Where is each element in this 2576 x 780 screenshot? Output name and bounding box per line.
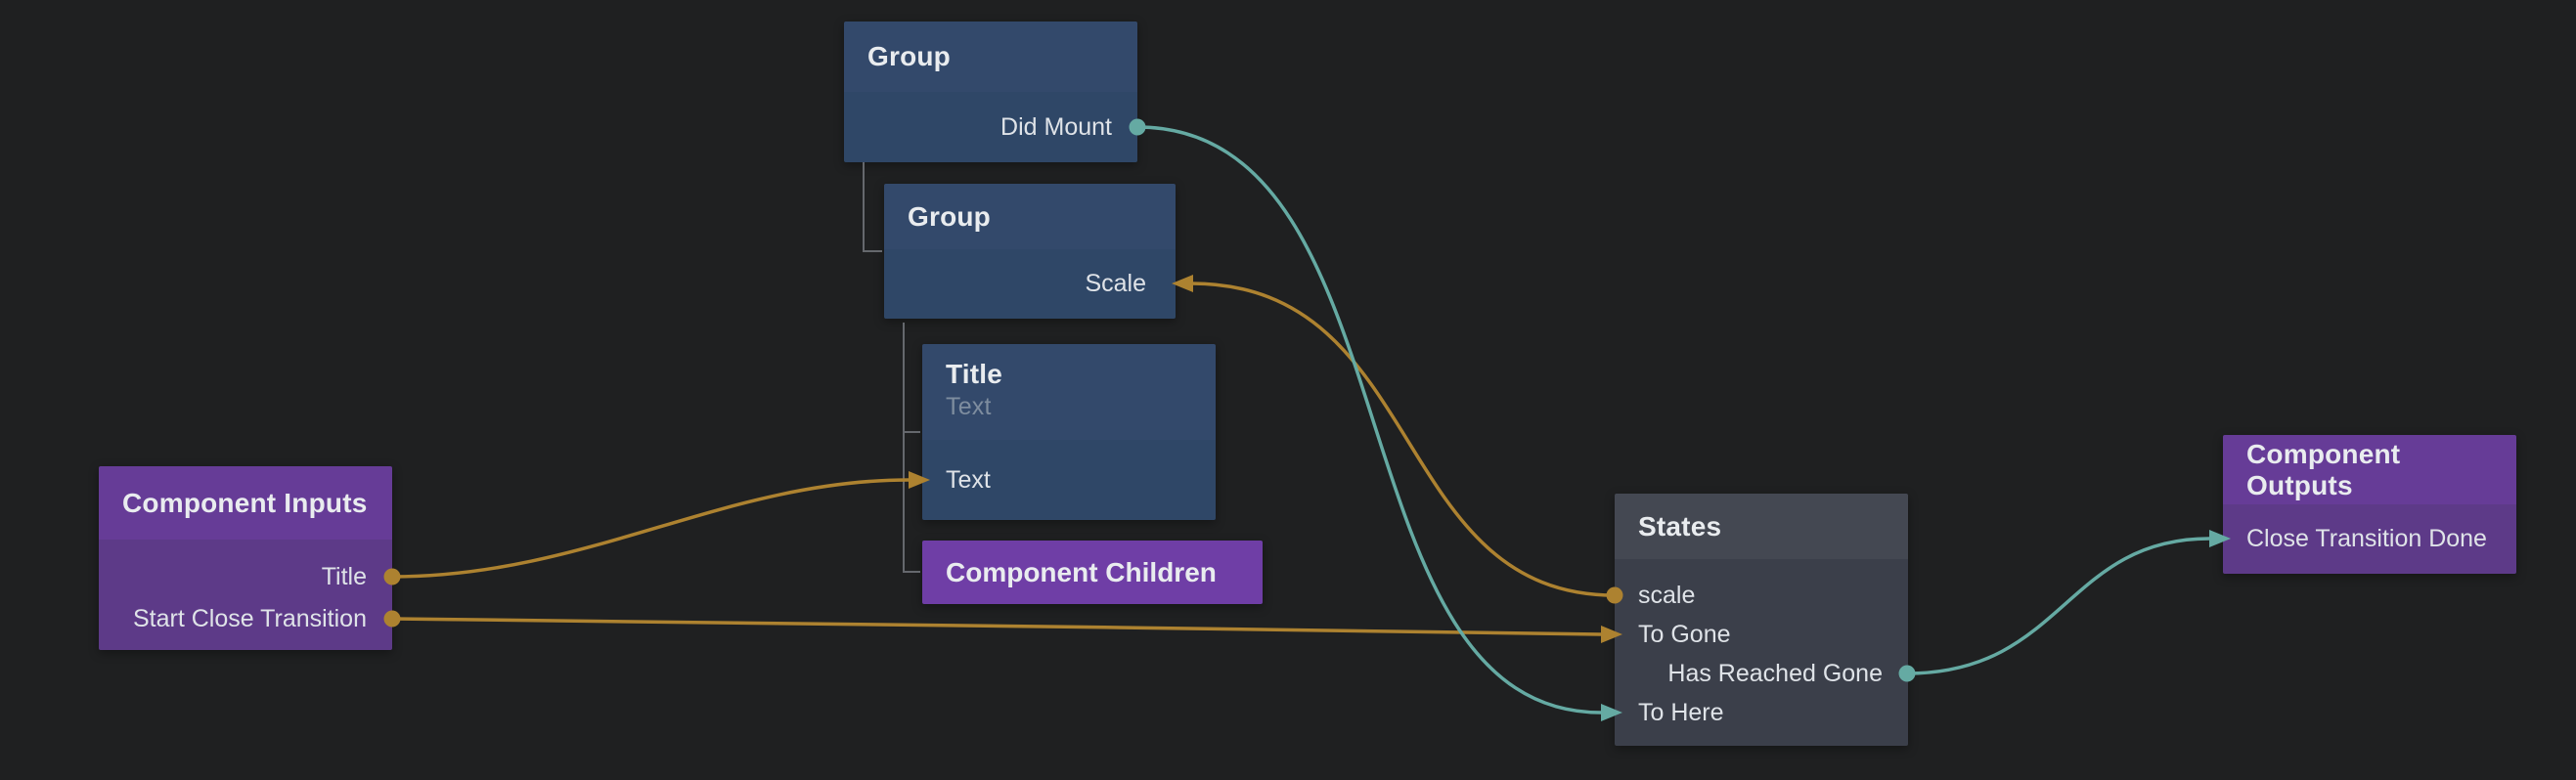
wire-has-reached-gone-to-close-transition-done[interactable] — [1906, 537, 2210, 675]
node-states[interactable]: States scale To Gone Has Reached Gone To… — [1615, 494, 1908, 746]
row-close-transition-done-input: Close Transition Done — [2223, 504, 2516, 574]
node-group-outer[interactable]: Group Did Mount — [844, 22, 1137, 162]
row-scale-input: Scale — [884, 249, 1176, 319]
node-group-inner-header: Group — [884, 184, 1176, 249]
node-subtitle: Text — [946, 393, 992, 420]
port-did-mount-output[interactable] — [1129, 118, 1146, 136]
port-inputs-title-output[interactable] — [383, 568, 401, 585]
node-component-inputs-header: Component Inputs — [99, 466, 392, 540]
row-to-gone-input: To Gone — [1615, 615, 1908, 654]
node-title: Component Outputs — [2246, 438, 2401, 500]
node-component-inputs[interactable]: Component Inputs Title Start Close Trans… — [99, 466, 392, 650]
node-title: Title — [946, 359, 1003, 389]
row-scale-output: scale — [1615, 576, 1908, 615]
node-title-text-header: Title Text — [922, 344, 1216, 440]
port-start-close-transition-output[interactable] — [383, 610, 401, 628]
row-did-mount: Did Mount — [844, 92, 1137, 162]
row-text-input: Text — [922, 440, 1216, 520]
node-title: Component Inputs — [122, 487, 368, 518]
node-states-header: States — [1615, 494, 1908, 559]
row-to-here-input: To Here — [1615, 693, 1908, 732]
node-title-text[interactable]: Title Text Text — [922, 344, 1216, 520]
row-label: Close Transition Done — [2246, 525, 2487, 552]
node-group-inner[interactable]: Group Scale — [884, 184, 1176, 319]
port-title-text-input-arrow[interactable] — [909, 471, 930, 489]
tree-connector-outer-to-inner-group — [863, 162, 882, 252]
row-label: Did Mount — [1000, 112, 1112, 141]
wire-did-mount-to-to-here[interactable] — [1136, 125, 1602, 715]
row-start-close-transition-output: Start Close Transition — [99, 598, 392, 640]
wire-inputs-title-to-title-text[interactable] — [391, 478, 910, 579]
row-label: scale — [1638, 581, 1696, 609]
row-label: To Gone — [1638, 620, 1731, 648]
node-title: Group — [867, 41, 951, 71]
wire-start-close-transition-to-to-gone[interactable] — [391, 617, 1602, 636]
port-states-scale-output[interactable] — [1606, 586, 1623, 604]
node-group-outer-header: Group — [844, 22, 1137, 92]
row-label: Title — [321, 563, 367, 590]
node-component-outputs-header: Component Outputs — [2223, 435, 2516, 504]
node-component-children[interactable]: Component Children — [922, 541, 1263, 604]
row-label: To Here — [1638, 698, 1724, 726]
port-close-transition-done-input-arrow[interactable] — [2209, 530, 2231, 547]
tree-connector-inner-group-to-children — [903, 323, 920, 573]
node-title: Component Children — [946, 556, 1217, 587]
port-group-scale-input-arrow[interactable] — [1172, 275, 1193, 292]
node-title: States — [1638, 510, 1722, 542]
row-label: Text — [946, 465, 991, 494]
port-to-gone-input-arrow[interactable] — [1601, 626, 1622, 643]
row-has-reached-gone-output: Has Reached Gone — [1615, 654, 1908, 693]
node-title: Group — [908, 200, 991, 232]
port-to-here-input-arrow[interactable] — [1601, 704, 1622, 721]
node-component-outputs[interactable]: Component Outputs Close Transition Done — [2223, 435, 2516, 574]
row-label: Start Close Transition — [133, 605, 367, 632]
row-label: Scale — [1085, 270, 1146, 297]
port-has-reached-gone-output[interactable] — [1898, 665, 1916, 682]
row-title-output: Title — [99, 556, 392, 598]
wire-states-scale-to-group-scale[interactable] — [1190, 282, 1616, 597]
row-label: Has Reached Gone — [1667, 659, 1883, 687]
